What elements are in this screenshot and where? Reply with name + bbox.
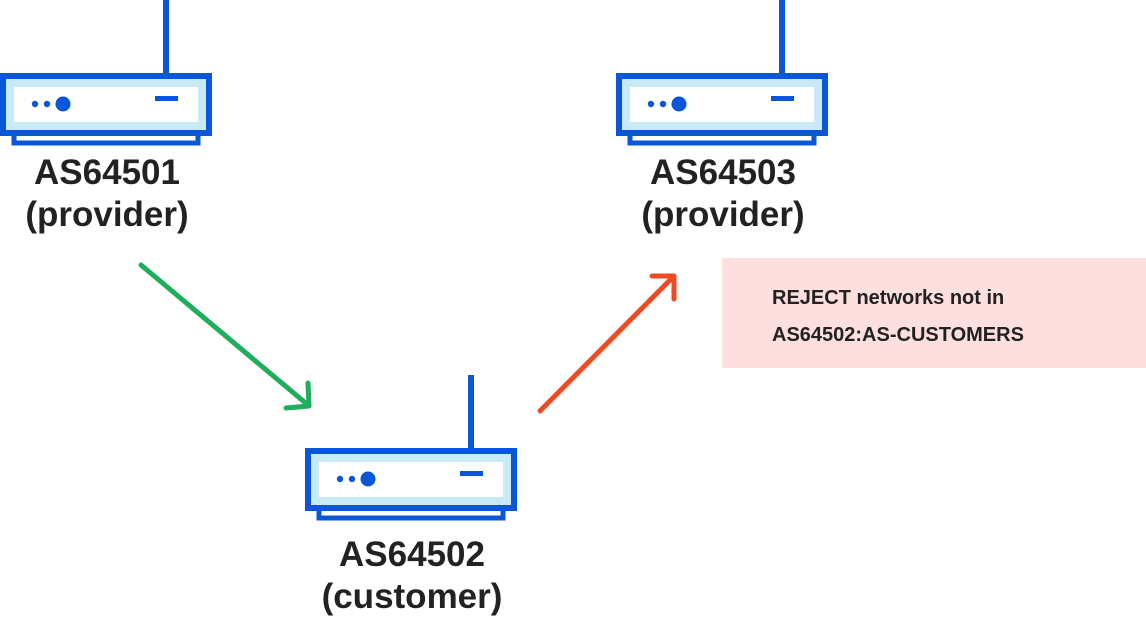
reject-arrow — [537, 273, 677, 414]
arrow-up-right-icon — [537, 273, 677, 414]
router-as64501 — [3, 0, 209, 143]
router-icon — [308, 375, 514, 518]
accept-arrow — [138, 262, 312, 411]
node-label-as64503: AS64503 (provider) — [573, 152, 873, 236]
node-name: AS64502 — [339, 535, 485, 574]
arrowhead — [649, 273, 677, 302]
note-text: REJECT networks not in AS64502:AS-CUSTOM… — [772, 280, 1024, 354]
router-icon — [3, 0, 209, 143]
router-as64503 — [619, 0, 825, 143]
node-role: (provider) — [641, 195, 805, 234]
node-role: (provider) — [25, 195, 189, 234]
arrowhead — [283, 380, 312, 411]
router-icon — [619, 0, 825, 143]
node-name: AS64501 — [34, 153, 180, 192]
node-label-as64502: AS64502 (customer) — [262, 534, 562, 618]
arrow-down-right-icon — [138, 262, 311, 408]
node-label-as64501: AS64501 (provider) — [0, 152, 257, 236]
note-line-1: REJECT networks not in — [772, 287, 1005, 309]
node-role: (customer) — [321, 577, 503, 616]
note-line-2: AS64502:AS-CUSTOMERS — [772, 324, 1024, 346]
reject-policy-note: REJECT networks not in AS64502:AS-CUSTOM… — [722, 258, 1146, 368]
router-as64502 — [308, 375, 514, 518]
node-name: AS64503 — [650, 153, 796, 192]
